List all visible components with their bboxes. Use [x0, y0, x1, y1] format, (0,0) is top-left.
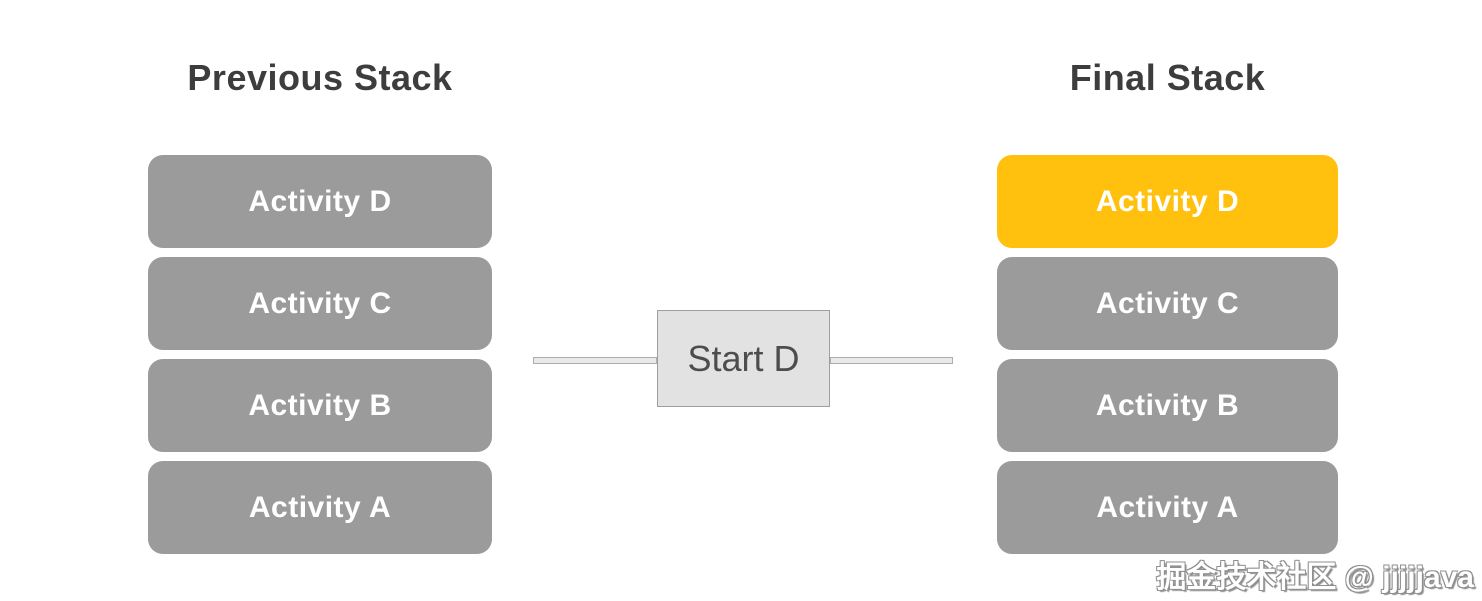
connector-line-left [533, 357, 657, 364]
activity-box: Activity A [997, 461, 1338, 554]
activity-box: Activity C [997, 257, 1338, 350]
activity-box: Activity A [148, 461, 492, 554]
activity-box: Activity D [148, 155, 492, 248]
connector-line-right [830, 357, 953, 364]
activity-box: Activity B [997, 359, 1338, 452]
watermark: 掘金技术社区 @ jjjjjava [1156, 561, 1474, 594]
final-stack: Activity D Activity C Activity B Activit… [997, 155, 1338, 554]
activity-box-highlighted: Activity D [997, 155, 1338, 248]
final-stack-heading: Final Stack [1069, 57, 1266, 98]
previous-stack-heading: Previous Stack [187, 57, 453, 98]
activity-box: Activity C [148, 257, 492, 350]
start-d-action-box: Start D [657, 310, 830, 407]
previous-stack: Activity D Activity C Activity B Activit… [148, 155, 492, 554]
activity-box: Activity B [148, 359, 492, 452]
